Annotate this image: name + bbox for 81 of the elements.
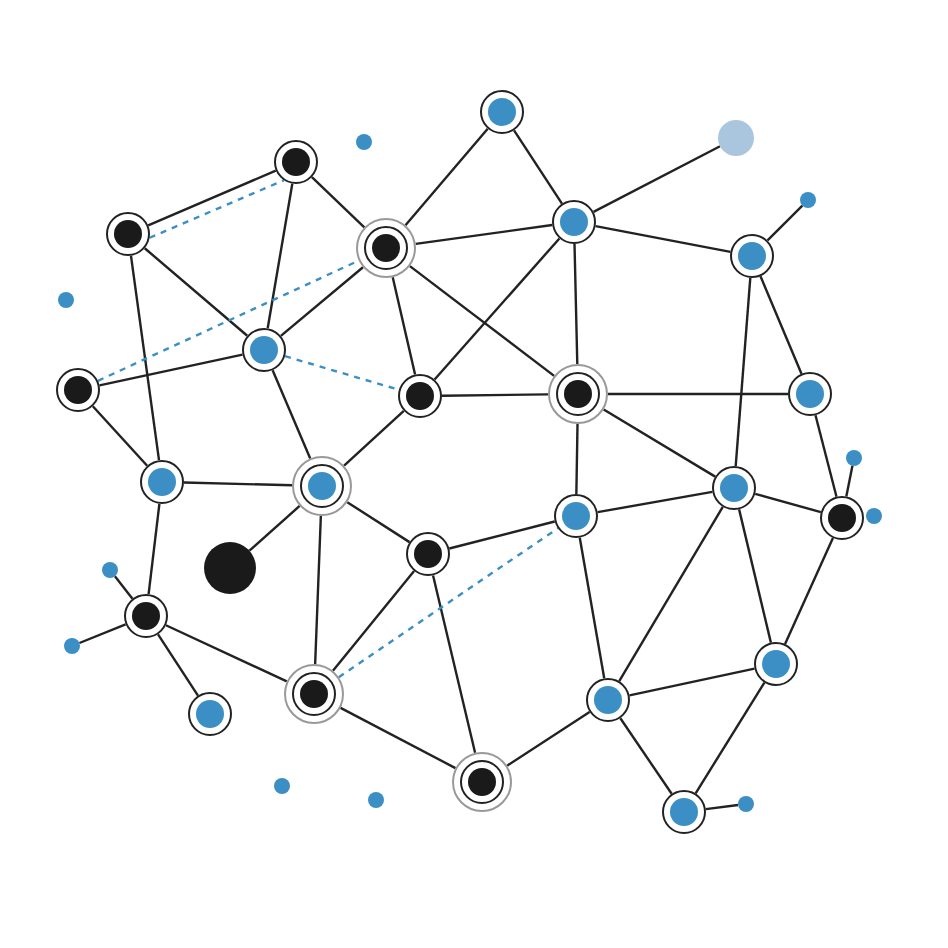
connector-line	[814, 415, 838, 497]
connector-line	[114, 575, 134, 600]
connector-line	[271, 369, 312, 459]
network-node	[480, 90, 524, 134]
network-node	[586, 678, 630, 722]
network-node	[398, 374, 442, 418]
connector-line	[404, 127, 489, 226]
connector-line	[311, 176, 366, 229]
network-node	[140, 460, 184, 504]
connector-line	[409, 265, 555, 377]
network-node	[292, 456, 352, 516]
connector-line	[346, 501, 411, 544]
connector-line	[734, 277, 752, 467]
connector-line	[266, 183, 294, 329]
network-node	[730, 234, 774, 278]
connector-line	[578, 537, 606, 679]
connector-line	[754, 492, 822, 514]
connector-line	[759, 275, 803, 375]
connector-line	[313, 515, 323, 665]
connector-line	[129, 255, 161, 461]
connector-line	[165, 624, 288, 683]
network-node	[274, 140, 318, 184]
connector-line	[157, 633, 199, 697]
network-node	[56, 368, 100, 412]
network-node	[552, 200, 596, 244]
connector-line	[595, 224, 731, 254]
dashed-connector	[149, 179, 285, 239]
network-node	[284, 664, 344, 724]
connector-line	[431, 575, 477, 754]
connector-line	[603, 408, 716, 478]
connector-line	[766, 204, 804, 242]
connector-line	[737, 509, 773, 643]
dashed-connector	[284, 355, 400, 391]
connector-line	[391, 276, 417, 375]
connector-line	[433, 237, 561, 381]
network-node	[106, 212, 150, 256]
connector-line	[593, 145, 721, 213]
connector-line	[332, 570, 416, 672]
connector-line	[143, 247, 249, 337]
network-node	[554, 494, 598, 538]
connector-line	[91, 405, 149, 467]
connector-line	[340, 706, 456, 770]
network-node	[452, 752, 512, 812]
connector-line	[99, 353, 243, 387]
network-node	[788, 372, 832, 416]
network-node	[662, 790, 706, 834]
connector-line	[513, 129, 563, 205]
network-node	[188, 692, 232, 736]
network-node	[124, 594, 168, 638]
network-node	[754, 642, 798, 686]
connector-line	[694, 682, 766, 794]
connector-line	[705, 803, 739, 811]
connector-line	[280, 266, 364, 337]
connector-line	[415, 223, 553, 246]
connector-line	[619, 717, 673, 795]
connector-line	[597, 490, 713, 514]
connector-line	[449, 520, 555, 550]
connector-line	[575, 423, 579, 495]
connector-line	[573, 243, 579, 365]
connector-line	[608, 392, 788, 396]
network-node	[548, 364, 608, 424]
network-node	[718, 120, 754, 156]
connector-line	[248, 505, 301, 552]
connector-line	[343, 410, 405, 467]
connector-line	[783, 537, 835, 645]
network-node	[356, 218, 416, 278]
connector-line	[78, 623, 127, 645]
connector-line	[442, 393, 548, 397]
connector-line	[147, 169, 277, 227]
connector-line	[845, 465, 854, 497]
network-node	[242, 328, 286, 372]
network-node	[406, 532, 450, 576]
connector-line	[618, 506, 724, 682]
network-node	[204, 542, 256, 594]
connector-line	[629, 667, 755, 697]
network-node	[820, 496, 864, 540]
network-node	[712, 466, 756, 510]
connector-line	[147, 503, 161, 595]
connector-line	[506, 711, 591, 767]
connector-line	[183, 481, 293, 487]
dashed-connector	[97, 259, 360, 382]
